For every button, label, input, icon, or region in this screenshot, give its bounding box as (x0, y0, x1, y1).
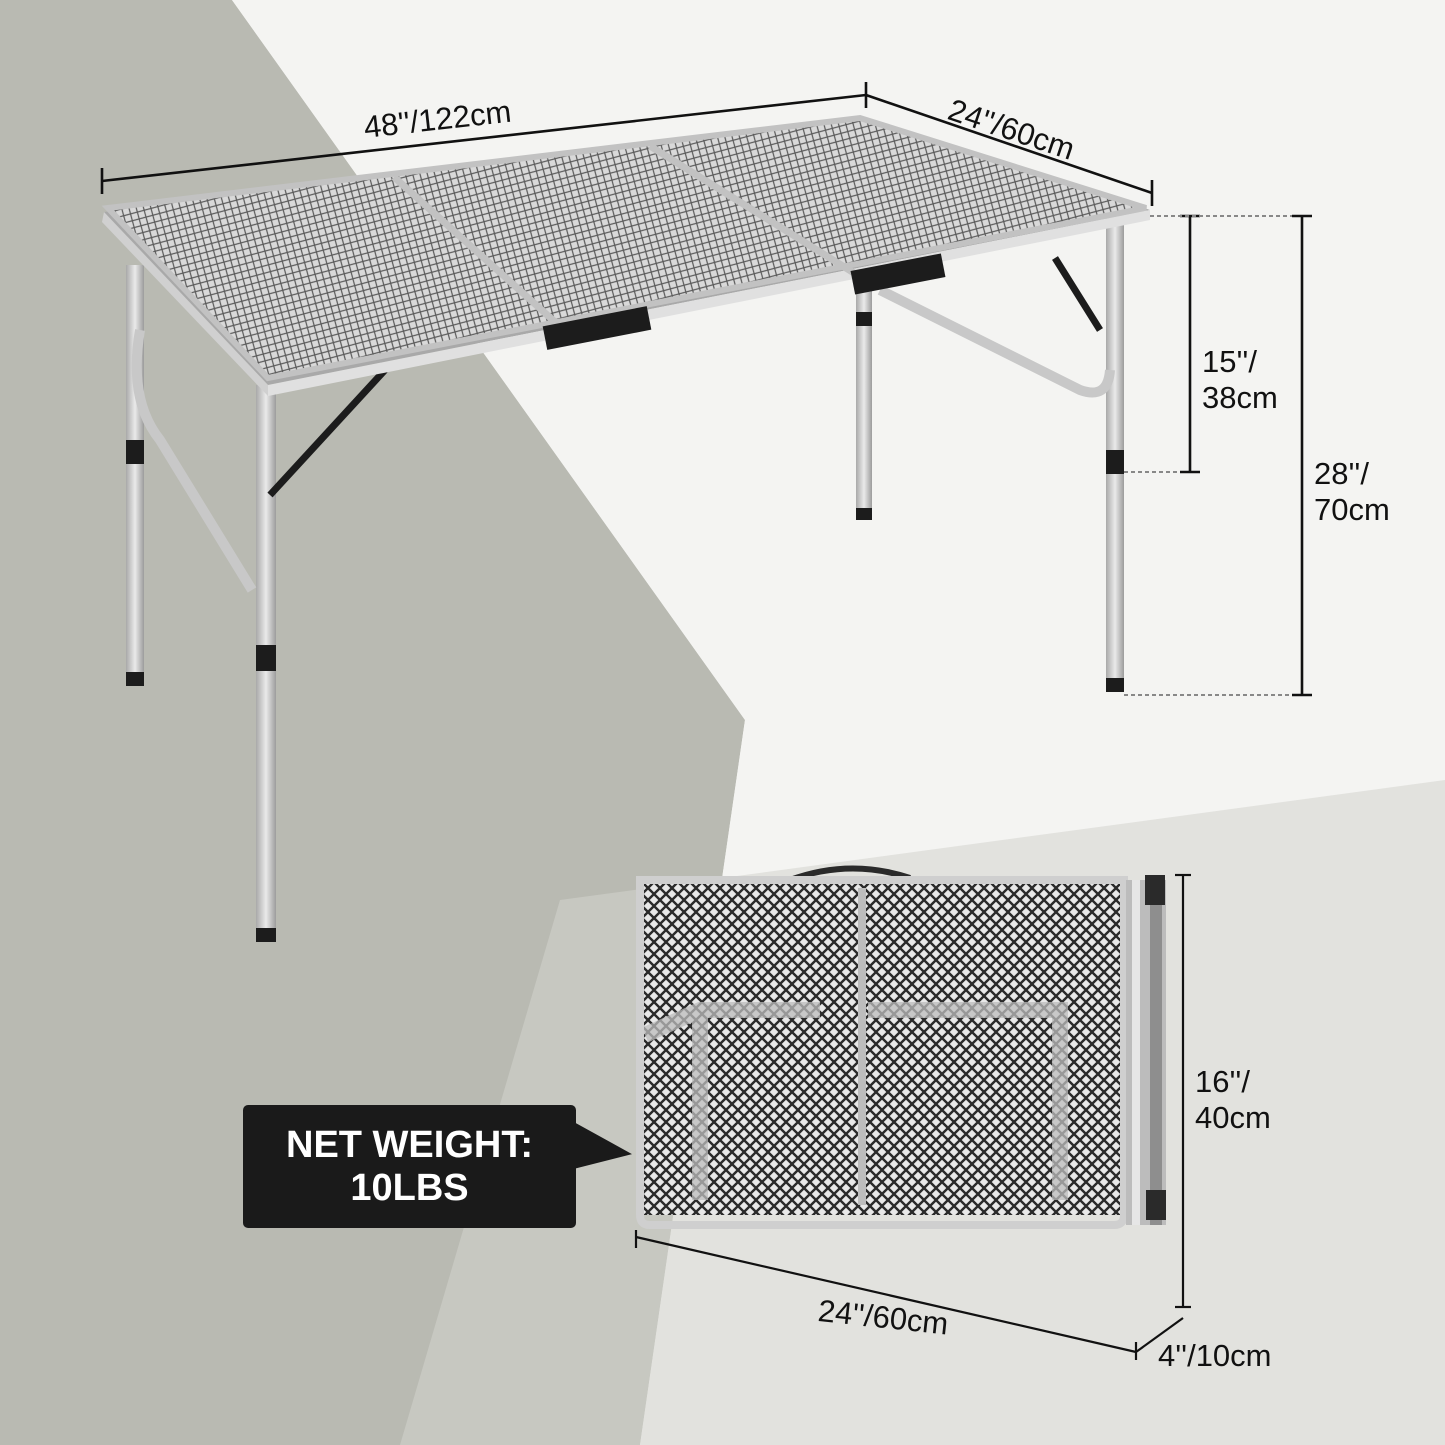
high-height-cm: 70cm (1314, 491, 1390, 527)
mesh-tabletop (101, 114, 1150, 396)
high-height-inches: 28''/ (1314, 456, 1369, 491)
high-height-label: 28''/ 70cm (1314, 456, 1390, 527)
dimension-lines-unfolded (100, 82, 1312, 697)
folded-height-inches: 16''/ (1195, 1064, 1250, 1099)
table-legs (126, 210, 1124, 942)
folded-depth-label: 4''/10cm (1158, 1338, 1272, 1373)
low-height-cm: 38cm (1202, 379, 1278, 415)
low-height-label: 15''/ 38cm (1202, 344, 1278, 415)
net-weight-callout: NET WEIGHT: 10LBS (243, 1105, 576, 1228)
unfolded-table (101, 114, 1150, 942)
folded-height-label: 16''/ 40cm (1195, 1064, 1271, 1135)
dimension-lines-folded (634, 873, 1191, 1360)
low-height-inches: 15''/ (1202, 344, 1257, 379)
folded-table (636, 865, 1166, 1229)
net-weight-title: NET WEIGHT: (286, 1123, 533, 1166)
folded-height-cm: 40cm (1195, 1099, 1271, 1135)
dimension-guides (1124, 215, 1292, 696)
net-weight-value: 10LBS (350, 1166, 469, 1209)
